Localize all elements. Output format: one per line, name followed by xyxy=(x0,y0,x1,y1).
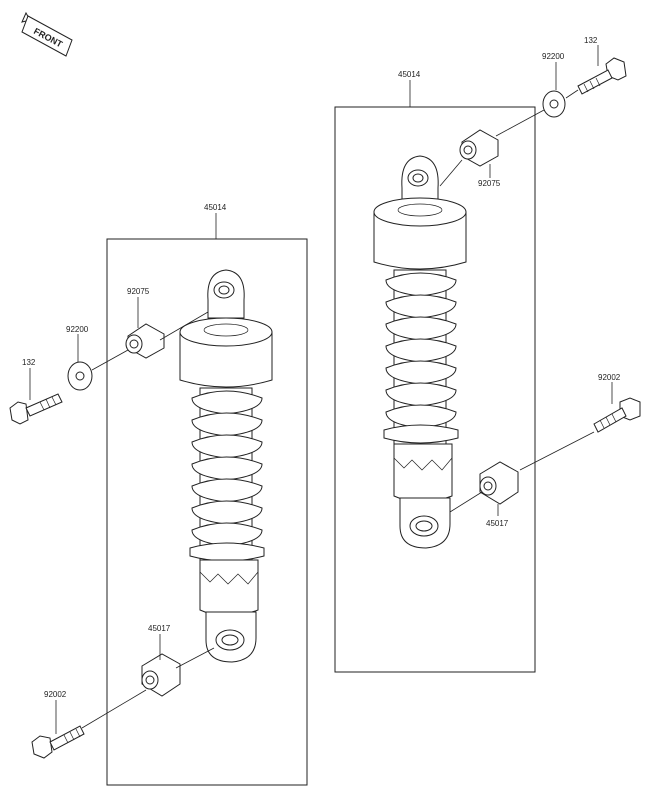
left-washer: 92200 xyxy=(66,325,129,391)
right-washer-label: 92200 xyxy=(542,52,565,61)
left-bushing-top-label: 92075 xyxy=(127,287,150,296)
left-bolt-top-label: 132 xyxy=(22,358,36,367)
right-washer: 92200 xyxy=(542,52,566,118)
left-top-bolt: 132 xyxy=(9,358,63,425)
front-direction-badge: FRONT xyxy=(21,11,73,57)
right-top-bushing: 92075 xyxy=(439,109,545,188)
left-shock-assembly: 45014 xyxy=(9,203,308,786)
right-spring xyxy=(383,269,459,446)
right-lower-body xyxy=(393,443,453,549)
left-bushing-bottom-label: 45017 xyxy=(148,624,171,633)
right-bushing-bottom-label: 45017 xyxy=(486,519,509,528)
left-assembly-label: 45014 xyxy=(204,203,227,212)
right-bushing-top-label: 92075 xyxy=(478,179,501,188)
right-upper-canister xyxy=(373,197,467,270)
left-top-bushing: 92075 xyxy=(125,287,209,359)
left-bottom-bolt: 92002 xyxy=(31,689,147,759)
right-bolt-top-label: 132 xyxy=(584,36,598,45)
left-bolt-bottom-label: 92002 xyxy=(44,690,67,699)
right-assembly-label: 45014 xyxy=(398,70,421,79)
right-bottom-bushing: 45017 xyxy=(449,461,519,528)
left-washer-label: 92200 xyxy=(66,325,89,334)
left-bottom-bushing: 45017 xyxy=(141,624,215,697)
right-assembly-frame xyxy=(334,106,536,673)
front-arrow-body xyxy=(21,15,73,57)
left-spring xyxy=(189,387,265,564)
left-upper-canister xyxy=(179,317,273,388)
right-top-eye xyxy=(401,155,439,207)
right-bottom-bolt: 92002 xyxy=(519,373,641,471)
left-top-eye xyxy=(207,269,245,319)
left-assembly-frame xyxy=(106,238,308,786)
right-bolt-bottom-label: 92002 xyxy=(598,373,621,382)
right-shock-assembly: 45014 xyxy=(334,36,641,673)
right-top-bolt: 132 xyxy=(565,36,627,99)
left-lower-body xyxy=(199,559,259,663)
